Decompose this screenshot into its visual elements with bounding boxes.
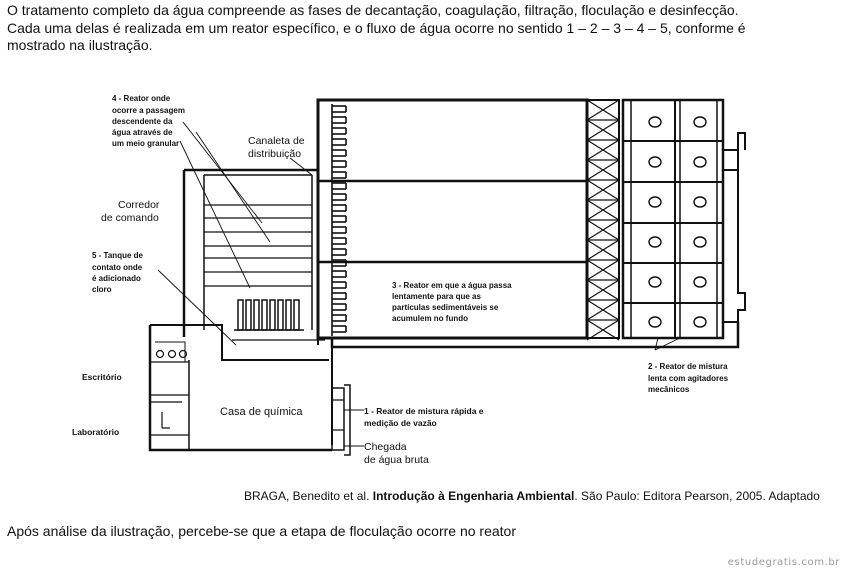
truss-strip bbox=[586, 99, 620, 341]
label-1-line-2: medição de vazão bbox=[364, 418, 437, 428]
canaleta-line-1: Canaleta de bbox=[248, 135, 305, 147]
intro-line-2: Cada uma delas é realizada em um reator … bbox=[7, 19, 746, 36]
corredor-line-1: Corredor bbox=[118, 199, 160, 211]
svg-text:Canaleta de distribuição: Canaleta de distribuição bbox=[248, 135, 308, 160]
chegada-line-2: de água bruta bbox=[364, 454, 429, 466]
laboratorio-label: Laboratório bbox=[72, 427, 119, 437]
rapid-mix-reactor bbox=[331, 387, 345, 451]
site-watermark: estudegratis.com.br bbox=[727, 557, 840, 568]
label-5-line-4: cloro bbox=[92, 285, 112, 294]
casa-de-quimica-label: Casa de química bbox=[220, 406, 303, 418]
distribution-channel-comb bbox=[331, 104, 347, 336]
chegada-line-1: Chegada bbox=[364, 441, 407, 453]
label-2-line-1: 2 - Reator de mistura bbox=[648, 362, 728, 371]
filter-underdrain bbox=[234, 299, 304, 331]
label-2-line-3: mecânicos bbox=[648, 385, 690, 394]
label-4-line-2: ocorre a passagem bbox=[112, 106, 185, 115]
intro-line-1: O tratamento completo da água compreende… bbox=[7, 2, 739, 18]
label-5-line-2: contato onde bbox=[92, 263, 143, 272]
label-4-line-5: um meio granular bbox=[112, 139, 179, 148]
svg-text:3 - Reator em que a água passa: 3 - Reator em que a água passa lentament… bbox=[392, 281, 514, 323]
intro-line-3: mostrado na ilustração. bbox=[7, 37, 153, 53]
svg-text:4 - Reator onde ocorre a p: 4 - Reator onde ocorre a passagem descen… bbox=[112, 94, 187, 148]
treatment-plant-diagram: 4 - Reator onde ocorre a passagem descen… bbox=[72, 94, 746, 466]
label-3-line-1: 3 - Reator em que a água passa bbox=[392, 281, 512, 290]
question-text: Após análise da ilustração, percebe-se q… bbox=[7, 523, 516, 539]
label-3-line-3: partículas sedimentáveis se bbox=[392, 303, 499, 312]
svg-text:2 - Reator de mistura lent: 2 - Reator de mistura lenta com agitador… bbox=[648, 362, 730, 394]
caption-title: Introdução à Engenharia Ambiental bbox=[372, 489, 575, 503]
corredor-line-2: de comando bbox=[101, 212, 159, 224]
label-3-line-4: acumulem no fundo bbox=[392, 314, 468, 323]
label-4-line-4: água através de bbox=[112, 128, 173, 137]
svg-text:Corredor de comando: Corredor de comando bbox=[101, 199, 162, 224]
intro-paragraph: O tratamento completo da água compreende… bbox=[7, 2, 833, 55]
label-4-line-3: descendente da bbox=[112, 117, 173, 126]
canaleta-line-2: distribuição bbox=[248, 148, 301, 160]
svg-text:Chegada de água bruta: Chegada de água bruta bbox=[364, 441, 429, 466]
agitator-icons bbox=[648, 116, 707, 328]
label-5-line-1: 5 - Tanque de bbox=[92, 251, 144, 260]
escritorio-label: Escritório bbox=[82, 372, 122, 382]
svg-text:1 - Reator de mistura rápida e: 1 - Reator de mistura rápida e medição d… bbox=[364, 406, 486, 428]
svg-text:5 - Tanque de contato onde: 5 - Tanque de contato onde é adicionado … bbox=[92, 251, 145, 294]
label-2-line-2: lenta com agitadores bbox=[648, 374, 729, 383]
caption-authors: BRAGA, Benedito et al. bbox=[244, 489, 373, 503]
label-1-line-1: 1 - Reator de mistura rápida e bbox=[364, 406, 484, 416]
label-4-line-1: 4 - Reator onde bbox=[112, 94, 171, 103]
label-5-line-3: é adicionado bbox=[92, 274, 141, 283]
caption-rest: . São Paulo: Editora Pearson, 2005. Adap… bbox=[574, 489, 820, 503]
source-caption: BRAGA, Benedito et al. Introdução à Enge… bbox=[244, 489, 820, 503]
slow-mix-reactor-grid bbox=[621, 98, 725, 340]
label-3-line-2: lentamente para que as bbox=[392, 292, 481, 301]
